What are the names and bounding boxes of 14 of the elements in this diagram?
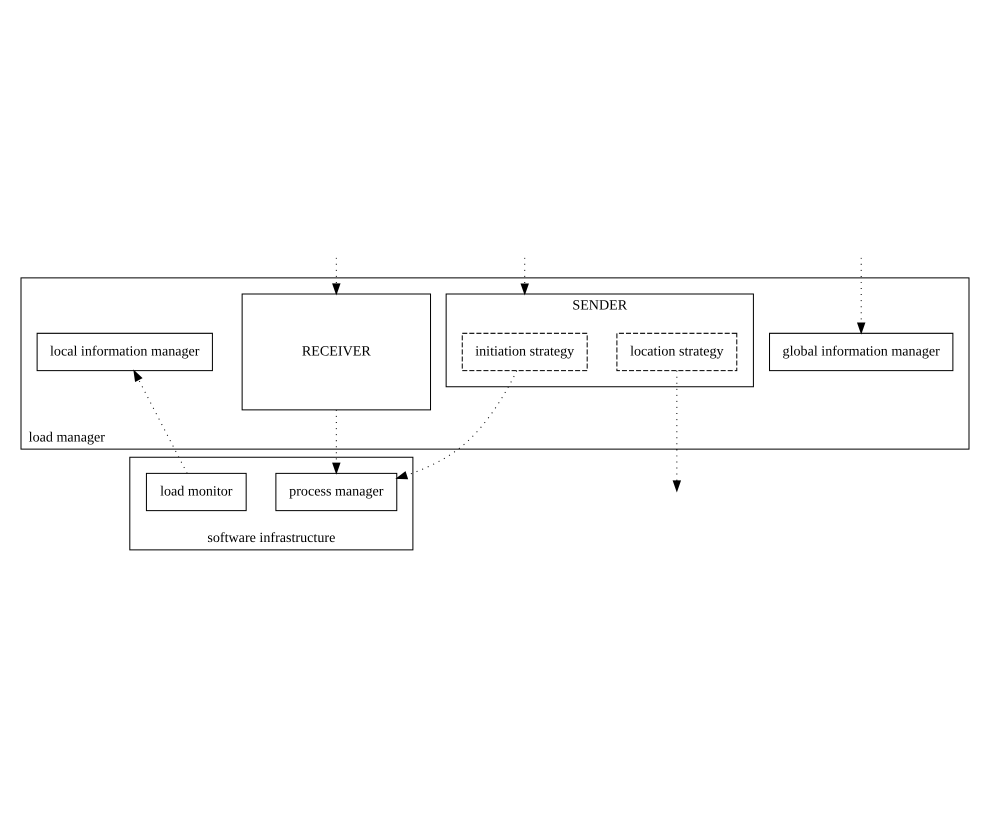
arrow xyxy=(133,368,188,474)
node-box: RECEIVER xyxy=(242,293,432,410)
arrow xyxy=(395,370,518,479)
node-box: initiation strategy xyxy=(462,332,588,371)
arrow xyxy=(332,409,341,474)
arrow xyxy=(672,370,682,492)
node-box: load monitor xyxy=(146,472,247,511)
node-box: local information manager xyxy=(36,332,213,371)
node-box: process manager xyxy=(275,472,398,511)
node-box: location strategy xyxy=(616,332,738,371)
node-box: global information manager xyxy=(769,332,954,371)
arrow xyxy=(520,257,529,296)
arrow xyxy=(856,257,866,334)
arrow xyxy=(332,257,341,295)
